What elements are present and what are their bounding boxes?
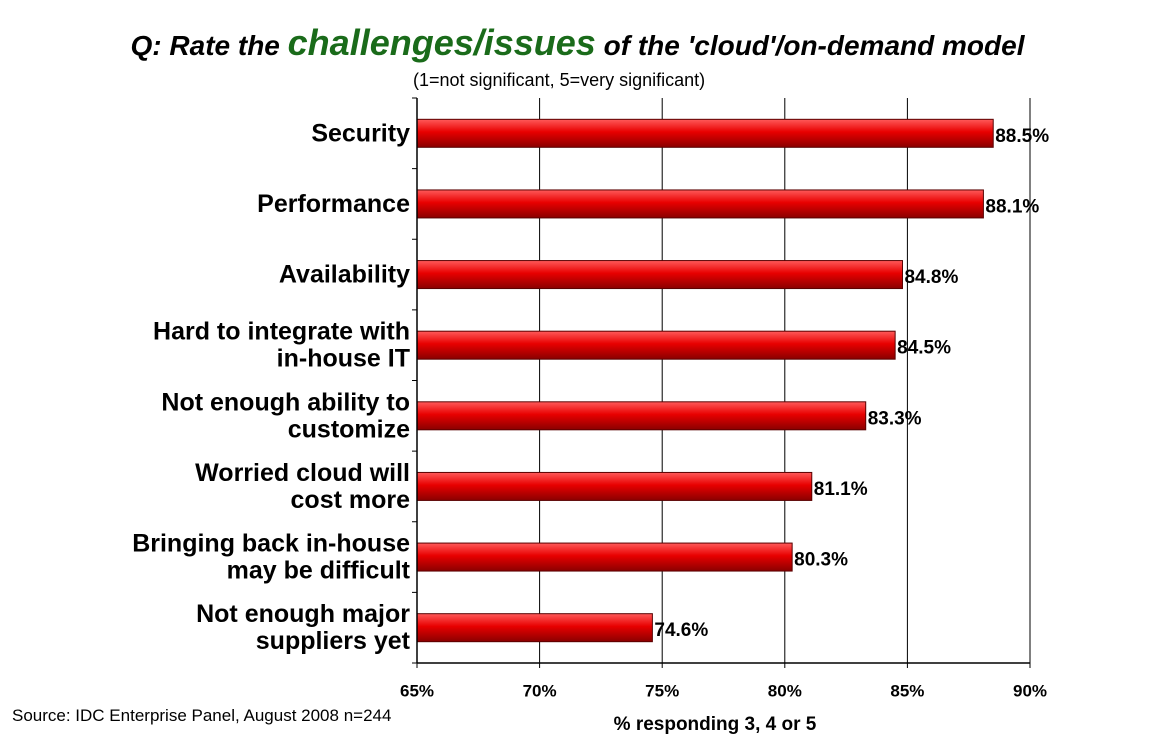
x-tick-label-70: 70% [523,682,557,701]
data-label-5: 81.1% [814,479,868,500]
x-tick-label-80: 80% [768,682,802,701]
category-label-3-1: in-house IT [277,345,410,373]
title-highlight: challenges/issues [287,22,596,63]
source-note: Source: IDC Enterprise Panel, August 200… [12,706,392,725]
category-label-5-0: Worried cloud will [195,459,410,487]
data-labels: 88.5% 88.1% 84.8% 84.5% 83.3% 81.1% 80.3% 74.6% [654,126,1049,641]
category-label-7-0: Not enough major [196,600,410,628]
data-label-3: 84.5% [897,338,951,359]
category-label-3-0: Hard to integrate with [153,318,410,346]
bars [416,118,994,643]
bar-1 [416,189,984,219]
bar-7 [416,613,653,643]
title-prefix: Q: Rate the [130,30,288,61]
bar-4 [416,401,867,431]
category-label-6-0: Bringing back in-house [132,530,410,558]
bar-3 [416,330,896,360]
x-tick-label-75: 75% [645,682,679,701]
grid-lines [539,98,1031,663]
category-label-5-1: cost more [291,486,411,514]
chart-title: Q: Rate the challenges/issues of the 'cl… [0,22,1155,64]
data-label-2: 84.8% [904,267,958,288]
category-label-2-0: Availability [279,261,410,289]
tick-labels: 65% 70% 75% 80% 85% 90% [400,682,1047,701]
bar-5 [416,471,813,501]
category-label-7-1: suppliers yet [256,627,411,655]
x-tick-label-65: 65% [400,682,434,701]
category-label-1-0: Performance [257,190,410,218]
category-label-0-0: Security [311,119,410,147]
x-tick-label-90: 90% [1013,682,1047,701]
bar-0 [416,118,994,148]
data-label-7: 74.6% [654,620,708,641]
category-label-6-1: may be difficult [227,557,411,585]
bar-2 [416,260,903,290]
x-tick-label-85: 85% [890,682,924,701]
data-label-0: 88.5% [995,126,1049,147]
axes [412,97,1031,668]
data-label-1: 88.1% [985,196,1039,217]
category-label-4-1: customize [288,415,410,443]
x-axis-label: % responding 3, 4 or 5 [613,714,817,735]
data-label-4: 83.3% [868,408,922,429]
title-suffix: of the 'cloud'/on-demand model [595,30,1025,61]
category-label-4-0: Not enough ability to [161,388,410,416]
chart-subtitle: (1=not significant, 5=very significant) [413,70,706,90]
bar-6 [416,542,793,572]
data-label-6: 80.3% [794,550,848,571]
